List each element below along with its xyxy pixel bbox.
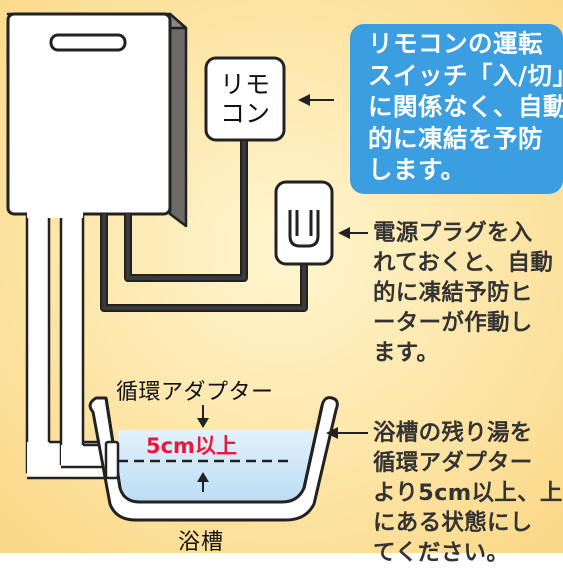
- remote-label-line: リモ: [219, 70, 270, 99]
- down-arrow-icon: [197, 405, 209, 428]
- depth-label: 5cm以上: [146, 434, 237, 458]
- heater-vent-icon: [49, 33, 127, 52]
- callout-line: 的に凍結を予防: [368, 123, 543, 153]
- bath-note-line: てください。: [373, 540, 510, 566]
- plug-note-line: 電源プラグを入: [373, 220, 533, 246]
- power-outlet: [274, 180, 334, 266]
- bath-note: 浴槽の残り湯を 循環アダプター より5cm以上、上 にある状態にし てください。: [373, 418, 563, 568]
- plug-note-line: ます。: [373, 340, 440, 366]
- plug-pointer-arrow-icon: [338, 227, 368, 239]
- bath-note-line: 浴槽の残り湯を: [373, 420, 533, 446]
- callout-line: します。: [368, 155, 466, 184]
- plug-note: 電源プラグを入 れておくと、自動 的に凍結予防ヒ ーターが作動し ます。: [373, 218, 553, 368]
- callout-line: リモコンの運転: [368, 29, 543, 58]
- remote-pointer-arrow-icon: [298, 94, 334, 106]
- callout-line: に関係なく、自動: [368, 92, 563, 121]
- remote-label-line: コン: [219, 99, 270, 128]
- remote-controller: [204, 56, 286, 142]
- remote-callout: リモコンの運転 スイッチ「入/切」 に関係なく、自動 的に凍結を予防 します。: [350, 24, 563, 194]
- bath-note-line: にある状態にし: [373, 510, 533, 536]
- plug-note-line: 的に凍結予防ヒ: [373, 280, 533, 306]
- water-heater: [6, 12, 188, 228]
- circulation-adapter: [104, 440, 120, 480]
- bath-note-line: 循環アダプター: [373, 450, 533, 476]
- remote-label: リモ コン: [206, 70, 284, 128]
- plug-note-line: れておくと、自動: [373, 250, 554, 276]
- callout-line: スイッチ「入/切」: [368, 60, 563, 90]
- bath-note-line: より5cm以上、上: [373, 480, 563, 506]
- bath-pointer-arrow-icon: [326, 427, 368, 439]
- plug-note-line: ーターが作動し: [373, 310, 533, 336]
- up-arrow-icon: [197, 472, 209, 492]
- adapter-label: 循環アダプター: [116, 380, 274, 405]
- bathtub-label: 浴槽: [178, 530, 225, 555]
